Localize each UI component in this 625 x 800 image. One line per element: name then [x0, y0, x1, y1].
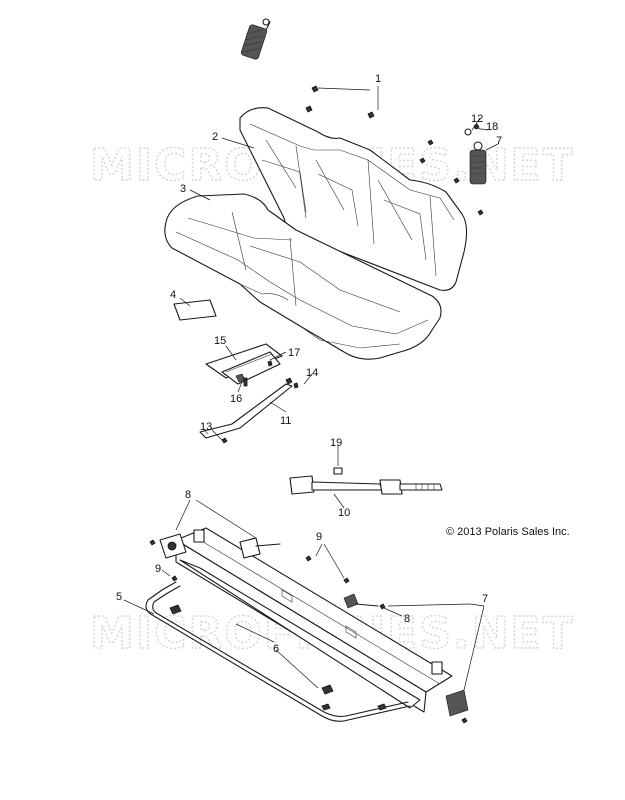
callout-16: 16 — [230, 393, 242, 405]
callout-18: 18 — [486, 121, 498, 133]
callout-11: 11 — [280, 415, 291, 427]
tubular-seat-frame — [145, 581, 411, 722]
callout-15: 15 — [214, 335, 226, 347]
callout-2: 2 — [212, 131, 218, 143]
callout-14: 14 — [306, 367, 318, 379]
callout-9-right: 9 — [316, 531, 322, 543]
callout-7-bottom: 7 — [482, 593, 488, 605]
label-sheet — [173, 299, 217, 321]
callout-19: 19 — [330, 437, 342, 449]
latches-8 — [149, 533, 386, 610]
callout-10: 10 — [338, 507, 350, 519]
seat-back-hardware — [305, 85, 484, 216]
bolts-9 — [171, 555, 350, 584]
seat-cushion — [164, 193, 442, 360]
storage-bracket — [205, 343, 283, 387]
callout-7-top: 7 — [496, 135, 502, 147]
shock-spring-right — [469, 141, 487, 185]
callout-3: 3 — [180, 183, 186, 195]
bumper-7-bottom — [445, 689, 469, 724]
callout-17: 17 — [288, 347, 300, 359]
callout-9-left: 9 — [155, 563, 161, 575]
callout-6: 6 — [273, 643, 279, 655]
callout-1: 1 — [375, 73, 381, 85]
callout-8-bottom: 8 — [404, 613, 410, 625]
base-frame-rail — [175, 527, 453, 713]
shock-spring-top — [240, 18, 271, 60]
copyright-notice: © 2013 Polaris Sales Inc. — [446, 526, 570, 538]
callout-8-top: 8 — [185, 489, 191, 501]
screw-13 — [221, 437, 228, 444]
callout-12: 12 — [471, 113, 483, 125]
callout-labels: 1 2 3 4 5 6 7 7 8 8 9 9 10 11 12 13 14 1… — [116, 73, 502, 655]
seat-bracket-arm — [199, 377, 299, 439]
seat-belt — [289, 467, 443, 495]
callout-13: 13 — [200, 421, 212, 433]
leader-lines — [123, 86, 499, 691]
callout-5: 5 — [116, 591, 122, 603]
callout-4: 4 — [170, 289, 176, 301]
